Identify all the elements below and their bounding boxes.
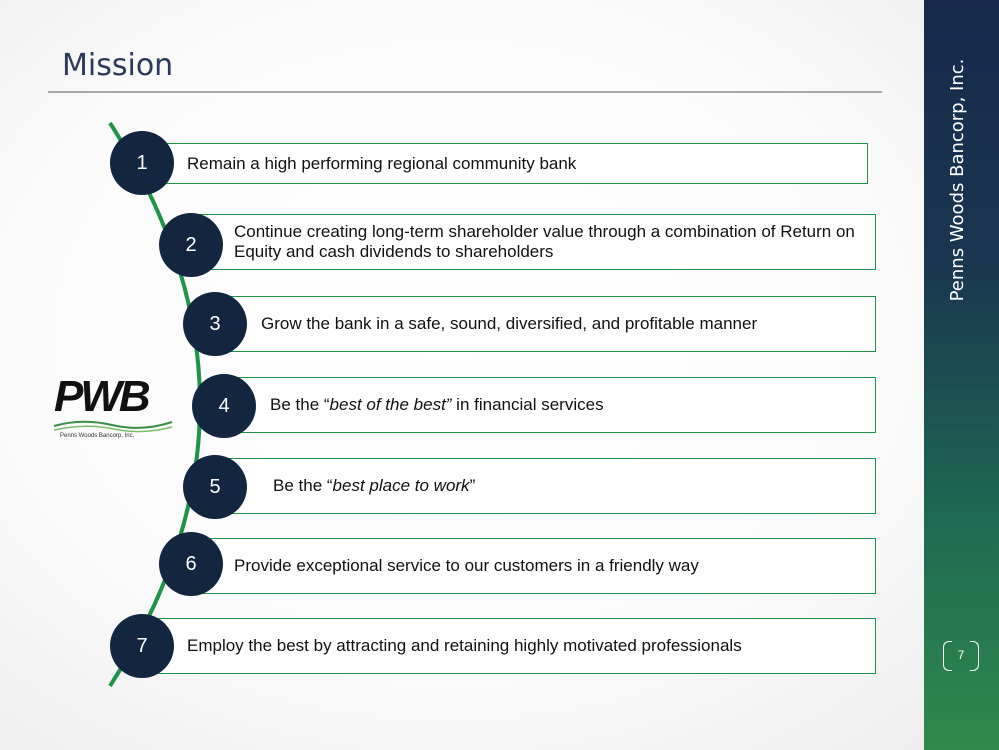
mission-text-5-emphasis: best place to work (332, 476, 470, 495)
number-badge-1: 1 (110, 131, 174, 195)
mission-text-1: Remain a high performing regional commun… (187, 153, 577, 173)
number-badge-6: 6 (159, 532, 223, 596)
mission-text-7: Employ the best by attracting and retain… (187, 636, 742, 655)
page-number: 7 (937, 641, 985, 671)
mission-text-2: Continue creating long-term shareholder … (234, 222, 855, 261)
mission-text-4-emphasis: best of the best” (329, 395, 452, 414)
mission-text-5: Be the “best place to work” (273, 476, 475, 496)
logo-mark: PWB (54, 372, 151, 421)
page-title: Mission (62, 48, 174, 83)
logo-subtitle: Penns Woods Bancorp, Inc. (60, 433, 135, 439)
mission-text-5-after: ” (469, 476, 476, 495)
sidebar-band (924, 0, 999, 750)
mission-text-4-after: in financial services (451, 395, 604, 414)
pwb-logo: PWB Penns Woods Bancorp, Inc. (52, 372, 174, 444)
number-badge-7: 7 (110, 614, 174, 678)
mission-box-1: Remain a high performing regional commun… (150, 143, 868, 184)
page-bracket-left (943, 641, 952, 671)
number-badge-2: 2 (159, 213, 223, 277)
mission-box-7: Employ the best by attracting and retain… (150, 618, 876, 674)
mission-box-2: Continue creating long-term shareholder … (196, 214, 876, 270)
page-bracket-right (970, 641, 979, 671)
mission-text-3: Grow the bank in a safe, sound, diversif… (261, 314, 758, 333)
number-badge-3: 3 (183, 292, 247, 356)
number-badge-5: 5 (183, 455, 247, 519)
title-divider (48, 91, 882, 93)
mission-text-6: Provide exceptional service to our custo… (234, 556, 699, 575)
number-badge-4: 4 (192, 374, 256, 438)
mission-text-4-before: Be the “ (270, 395, 330, 414)
page-number-text: 7 (957, 648, 965, 662)
mission-box-5: Be the “best place to work” (222, 458, 876, 514)
mission-box-4: Be the “best of the best” in financial s… (231, 377, 876, 433)
mission-text-5-before: Be the “ (273, 476, 333, 495)
mission-text-4: Be the “best of the best” in financial s… (270, 395, 604, 415)
logo-wave-icon (53, 420, 173, 433)
mission-box-3: Grow the bank in a safe, sound, diversif… (222, 296, 876, 352)
mission-box-6: Provide exceptional service to our custo… (196, 538, 876, 594)
company-name: Penns Woods Bancorp, Inc. (947, 58, 968, 302)
